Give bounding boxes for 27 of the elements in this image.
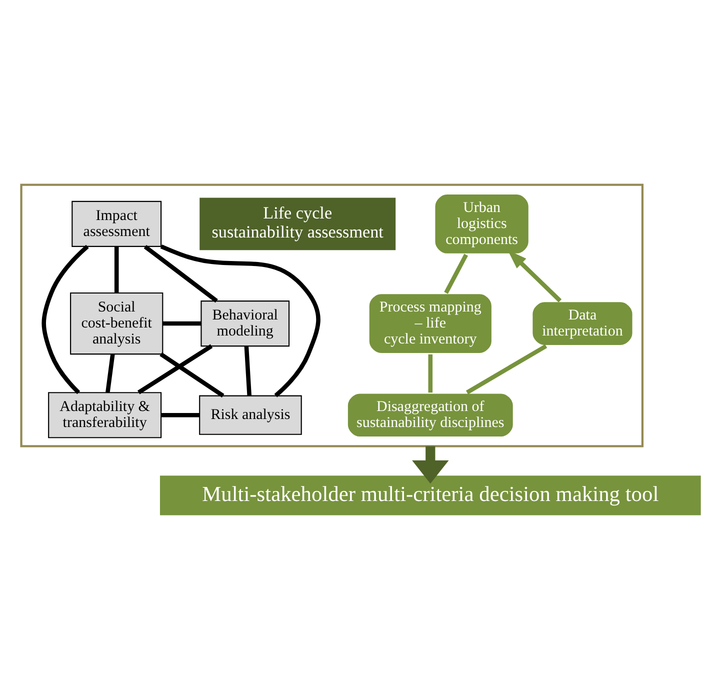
connector bbox=[42, 244, 89, 394]
node-box: Behavioral modeling bbox=[200, 300, 290, 347]
node-box: Impact assessment bbox=[72, 200, 162, 247]
connector bbox=[106, 354, 115, 393]
node-box: Disaggregation of sustainability disciplines bbox=[346, 392, 515, 439]
connector bbox=[444, 254, 468, 294]
connector bbox=[466, 344, 548, 394]
node-box: Multi-stakeholder multi-criteria decision making tool bbox=[160, 476, 701, 516]
connector bbox=[144, 244, 218, 303]
node-box: Risk analysis bbox=[199, 395, 302, 435]
cluster bbox=[20, 184, 644, 448]
node-box: Life cycle sustainability assessment bbox=[200, 198, 396, 250]
connector bbox=[160, 352, 224, 398]
connector bbox=[160, 244, 320, 398]
node-box: Social cost-benefit analysis bbox=[70, 292, 164, 355]
connector bbox=[161, 412, 200, 418]
connector bbox=[244, 346, 252, 396]
arrow bbox=[412, 446, 449, 484]
arrow bbox=[508, 250, 562, 302]
connector bbox=[428, 354, 433, 393]
connector bbox=[114, 246, 119, 293]
node-box: Process mapping – life cycle inventory bbox=[367, 292, 494, 356]
connector bbox=[137, 344, 213, 394]
node-box: Data interpretation bbox=[530, 300, 634, 348]
node-box: Adaptability & transferability bbox=[48, 392, 162, 438]
node-box: Urban logistics components bbox=[433, 192, 531, 256]
connector bbox=[162, 321, 202, 326]
